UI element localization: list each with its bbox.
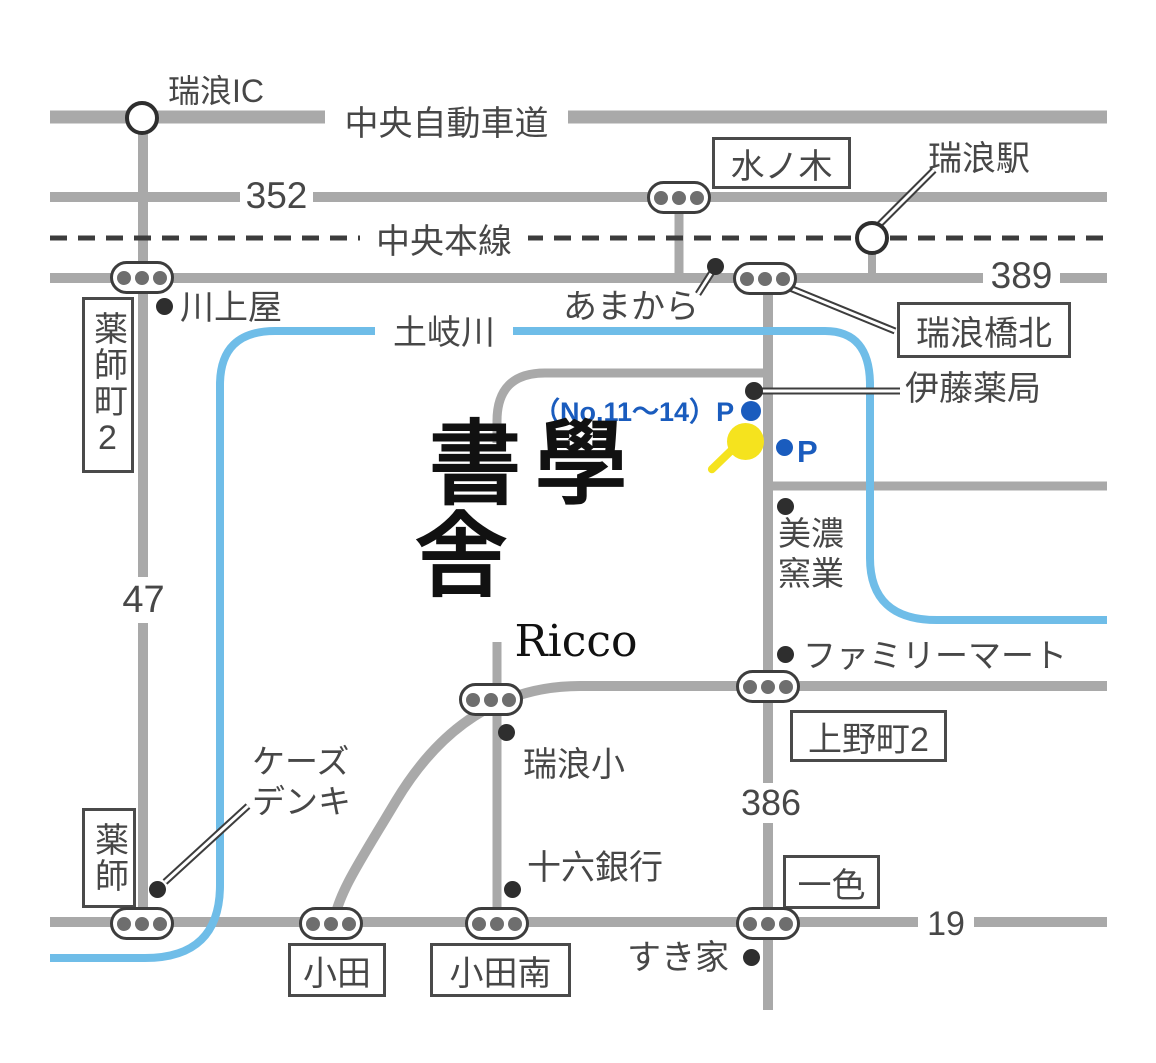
poi-dot-mizunami-elementary xyxy=(498,724,515,741)
station-circle-icon xyxy=(855,221,889,255)
poi-dot-ks-denki xyxy=(149,881,166,898)
shop-name: 書學舎 xyxy=(415,410,642,610)
label-ito-pharmacy: 伊藤薬局 xyxy=(905,370,1041,408)
amakara-leader-line xyxy=(695,270,715,296)
mizunamibashi-leader-line xyxy=(783,282,897,335)
label-juroku-bank: 十六銀行 xyxy=(527,849,663,887)
poi-dot-juroku-bank xyxy=(504,881,521,898)
traffic-light-icon-oda xyxy=(299,907,363,940)
yakushicho2-name: 薬師町2 xyxy=(88,311,127,459)
ks-denki-leader-line xyxy=(162,803,251,885)
traffic-light-icon-mizunoki xyxy=(647,181,711,214)
uenocho2-name: 上野町2 xyxy=(808,720,929,759)
river-tokigawa xyxy=(50,327,1107,962)
traffic-light-icon-mizunamibashi-kita xyxy=(733,262,797,295)
mizunamibashi-kita-name: 瑞浪橋北 xyxy=(916,314,1052,353)
road-uenocho-curve xyxy=(329,681,1107,923)
route-badge-47: 47 xyxy=(115,577,172,623)
poi-dot-sukiya xyxy=(743,949,760,966)
label-expressway: 中央自動車道 xyxy=(325,98,568,143)
route-number-389: 389 xyxy=(990,255,1053,296)
label-railway-line: 中央本線 xyxy=(360,217,528,261)
poi-dot-ito-pharmacy xyxy=(745,382,763,400)
intersection-label-uenocho2: 上野町2 xyxy=(790,710,947,762)
expressway-name: 中央自動車道 xyxy=(344,104,549,143)
blank-label xyxy=(684,827,740,870)
label-kawakamiya: 川上屋 xyxy=(180,289,282,327)
intersection-label-mizunamibashi-kita: 瑞浪橋北 xyxy=(897,302,1071,358)
label-ks-denki: ケーズデンキ xyxy=(252,743,351,820)
title-box: 書學舎 Ricco xyxy=(415,418,737,667)
intersection-label-yakushicho2: 薬師町2 xyxy=(82,297,134,473)
mizunoki-name: 水ノ木 xyxy=(730,147,833,186)
yakushi-name: 薬師 xyxy=(89,822,128,894)
label-familymart: ファミリーマート xyxy=(803,637,1067,674)
route-badge-386: 386 xyxy=(730,782,812,823)
interchange-circle-icon xyxy=(125,101,159,135)
label-mizunami-station: 瑞浪駅 xyxy=(928,140,1030,178)
route-number-19: 19 xyxy=(927,904,965,943)
label-mizunami-elementary: 瑞浪小 xyxy=(523,746,625,784)
traffic-light-icon-yakushicho2 xyxy=(110,261,174,294)
route-number-47: 47 xyxy=(122,578,165,621)
location-pin-icon xyxy=(727,423,764,460)
route-number-386: 386 xyxy=(740,782,802,823)
intersection-label-mizunoki: 水ノ木 xyxy=(712,137,851,189)
road-school-street xyxy=(492,368,768,922)
label-parking-main: P xyxy=(797,434,818,469)
intersection-label-oda-minami: 小田南 xyxy=(430,943,571,997)
traffic-light-icon-yakushi xyxy=(110,907,174,940)
label-amakara: あまから xyxy=(563,288,699,326)
parking-dot-numbered xyxy=(741,401,761,421)
traffic-light-icon-oda-minami xyxy=(465,907,529,940)
label-mizunami-ic: 瑞浪IC xyxy=(168,73,265,109)
route-badge-389: 389 xyxy=(983,255,1060,297)
shop-name-romaji: Ricco xyxy=(514,616,638,667)
railway-name: 中央本線 xyxy=(376,223,512,261)
traffic-light-icon-uenocho2 xyxy=(736,670,800,703)
poi-dot-kawakamiya xyxy=(156,298,173,315)
poi-dot-familymart xyxy=(777,646,794,663)
route-badge-19: 19 xyxy=(918,905,974,943)
route-number-352: 352 xyxy=(245,174,308,216)
isshiki-name: 一色 xyxy=(797,866,866,905)
roads-group xyxy=(50,110,1107,1010)
route-badge-352: 352 xyxy=(240,174,313,217)
intersection-label-yakushi: 薬師 xyxy=(82,808,136,908)
parking-dot-main xyxy=(776,439,793,456)
label-mino-yogyo: 美濃窯業 xyxy=(778,515,844,592)
traffic-light-icon-isshiki xyxy=(736,907,800,940)
oda-name: 小田 xyxy=(303,954,371,993)
river-name: 土岐川 xyxy=(393,314,495,352)
poi-dot-amakara xyxy=(707,258,724,275)
label-river: 土岐川 xyxy=(375,308,513,352)
intersection-label-oda: 小田 xyxy=(288,943,386,997)
poi-dot-mino-yogyo xyxy=(777,498,794,515)
traffic-light-icon-school-street xyxy=(459,683,523,716)
label-parking-numbered: （No.11～14）P xyxy=(533,397,735,427)
intersection-label-isshiki: 一色 xyxy=(783,855,880,909)
leader-lines-group xyxy=(162,167,937,885)
station-leader-line xyxy=(875,167,937,229)
oda-minami-name: 小田南 xyxy=(449,954,552,993)
label-sukiya: すき家 xyxy=(627,939,729,977)
